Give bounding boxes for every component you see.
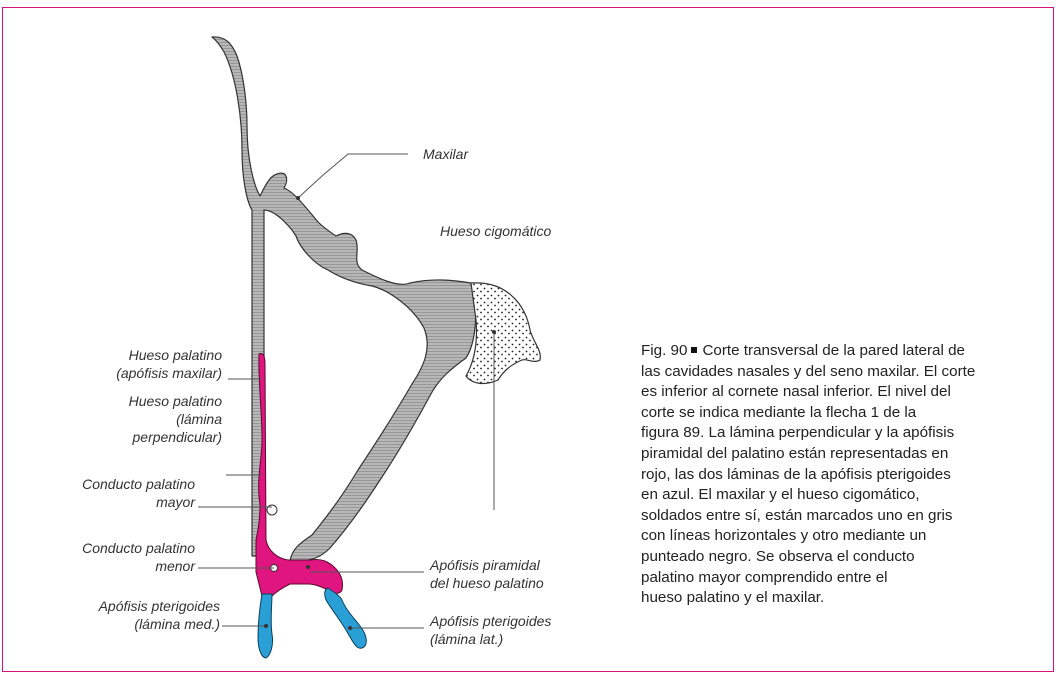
label-apofisis-piramidal: Apófisis piramidal del hueso palatino (430, 556, 544, 592)
label-conducto-palatino-mayor: Conducto palatino mayor (10, 475, 195, 511)
label-pterigoides-lamina-lat: Apófisis pterigoides (lámina lat.) (430, 612, 551, 648)
caption-line: en azul. El maxilar y el hueso cigomátic… (641, 485, 996, 506)
label-palatino-apofisis-maxilar: Hueso palatino (apófisis maxilar) (10, 346, 222, 382)
caption-line: es inferior al cornete nasal inferior. E… (641, 382, 996, 403)
label-conducto-palatino-menor: Conducto palatino menor (10, 539, 195, 575)
caption-line: soldados entre sí, están marcados uno en… (641, 506, 996, 527)
label-pterigoides-lamina-med: Apófisis pterigoides (lámina med.) (10, 597, 220, 633)
caption-line: piramidal del palatino están representad… (641, 444, 996, 465)
label-palatino-lamina-perpendicular: Hueso palatino (lámina perpendicular) (10, 392, 222, 446)
caption-line: las cavidades nasales y del seno maxilar… (641, 362, 996, 383)
caption-line: rojo, las dos láminas de la apófisis pte… (641, 465, 996, 486)
figure-number: Fig. 90 (641, 342, 687, 359)
palatine-bone (256, 353, 343, 596)
pterygoid-lateral-plate (325, 588, 367, 648)
label-hueso-cigomatico: Hueso cigomático (440, 222, 551, 240)
caption-line: punteado negro. Se observa el conducto (641, 547, 996, 568)
caption-line: con líneas horizontales y otro mediante … (641, 526, 996, 547)
maxilla-bone (212, 37, 476, 561)
zygomatic-bone (466, 283, 540, 384)
caption-line: hueso palatino y el maxilar. (641, 588, 996, 609)
label-maxilar: Maxilar (423, 145, 468, 163)
caption-line: palatino mayor comprendido entre el (641, 568, 996, 589)
bullet-icon (691, 347, 697, 353)
caption-line: figura 89. La lámina perpendicular y la … (641, 423, 996, 444)
caption-line: corte se indica mediante la flecha 1 de … (641, 403, 996, 424)
